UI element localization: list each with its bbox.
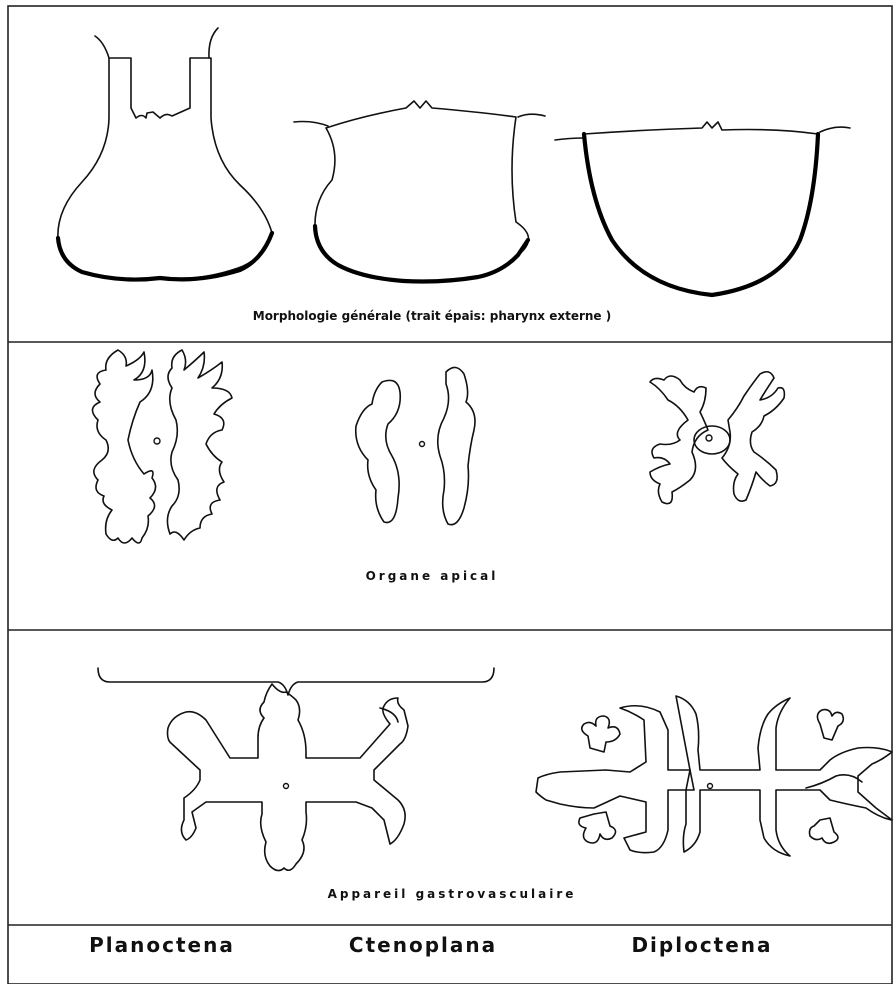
statocyst-planoctena <box>154 438 160 444</box>
gastro-diploctena <box>536 696 892 856</box>
apical-ctenoplana <box>356 367 475 524</box>
morphology-planoctena <box>58 28 272 280</box>
caption-apical: Organe apical <box>366 569 499 583</box>
figure-frame <box>8 6 892 984</box>
genus-label-ctenoplana: Ctenoplana <box>349 933 497 957</box>
gastro-center-dot-diploctena <box>708 784 713 789</box>
morphology-diploctena <box>555 122 850 295</box>
statocyst-ctenoplana <box>420 442 425 447</box>
genus-label-planoctena: Planoctena <box>89 933 235 957</box>
morphology-ctenoplana <box>294 101 545 282</box>
gastro-center-dot <box>284 784 289 789</box>
statocyst-diploctena <box>706 435 712 441</box>
grouping-bracket <box>98 668 494 695</box>
apical-diploctena <box>650 372 784 504</box>
genus-label-diploctena: Diploctena <box>631 933 772 957</box>
gastro-planoctena-ctenoplana <box>168 684 409 871</box>
caption-gastro: Appareil gastrovasculaire <box>328 887 577 901</box>
apical-planoctena <box>92 350 232 543</box>
caption-morphology: Morphologie générale (trait épais: phary… <box>253 309 611 323</box>
